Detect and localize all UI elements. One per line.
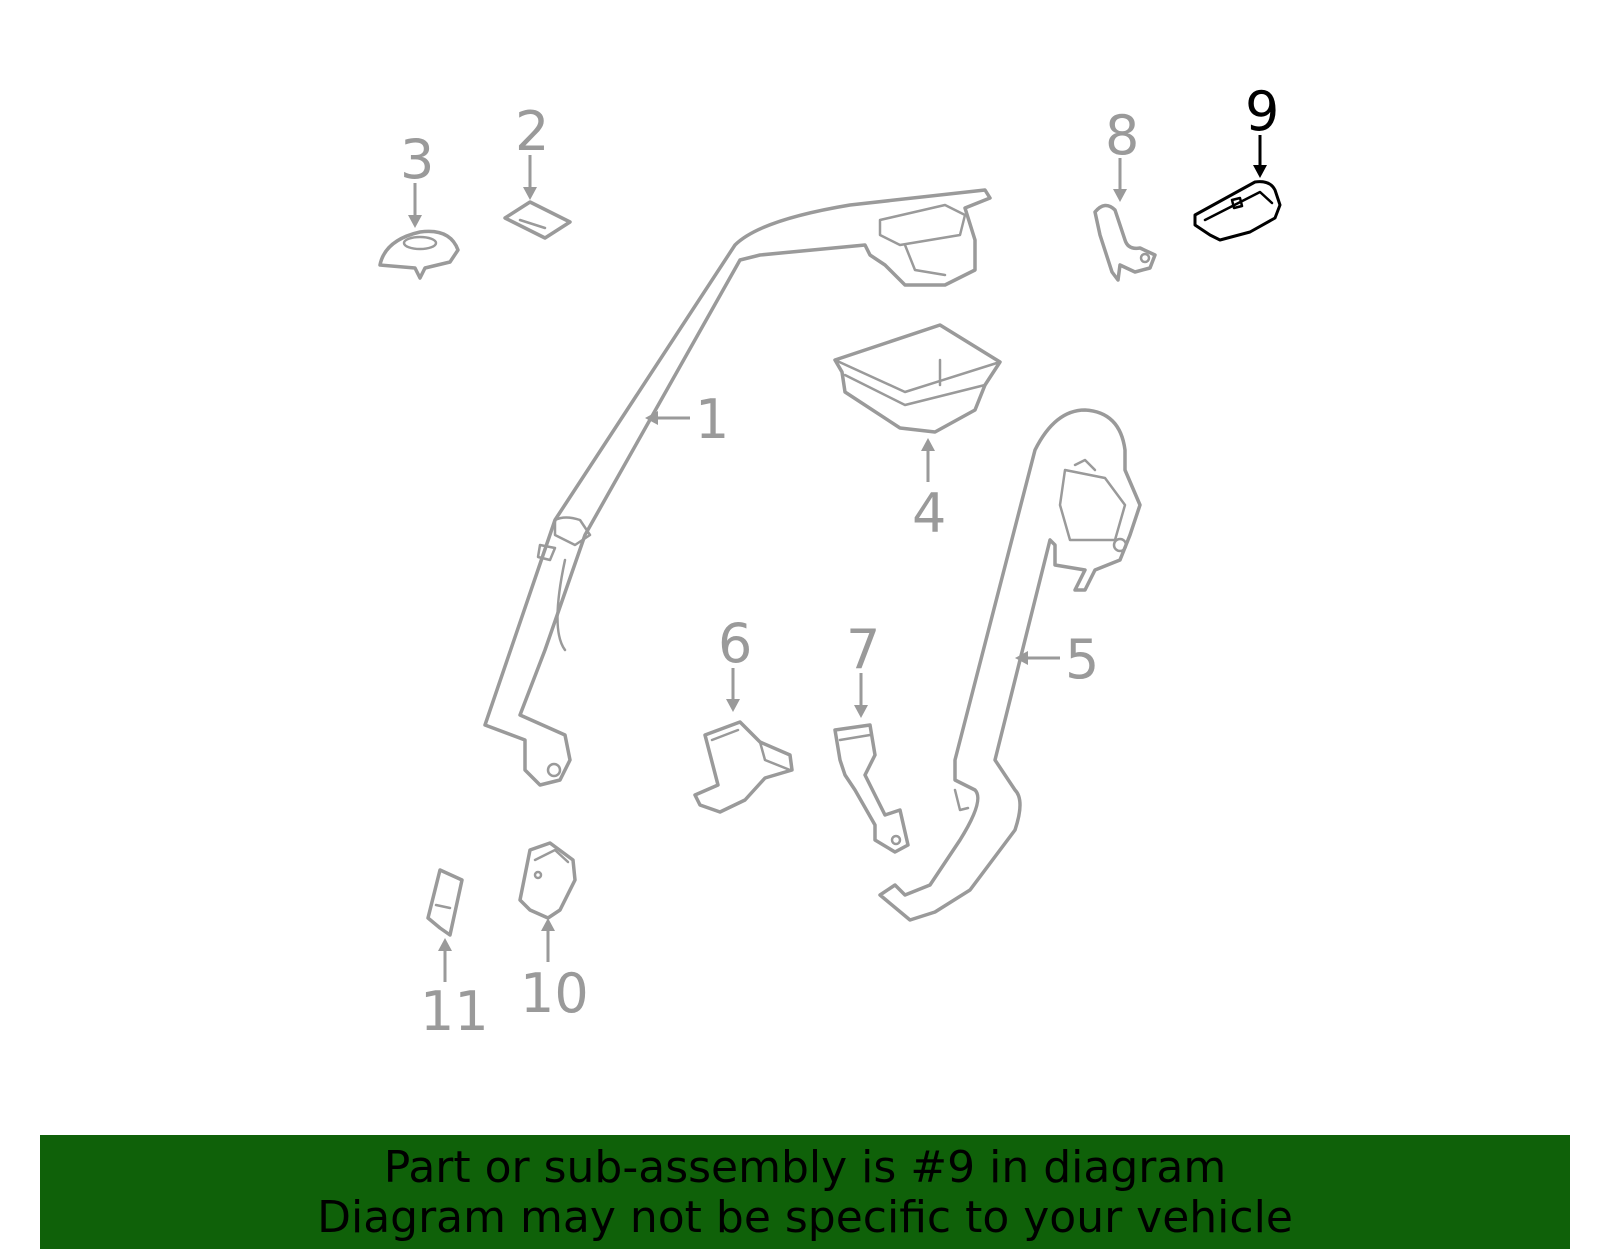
callout-3: 3 (400, 128, 434, 228)
callout-4: 4 (912, 438, 946, 545)
svg-text:6: 6 (718, 612, 752, 675)
callout-7: 7 (846, 618, 880, 718)
svg-text:11: 11 (420, 980, 489, 1043)
banner-line-1: Part or sub-assembly is #9 in diagram (383, 1142, 1227, 1193)
part-10-bracket[interactable] (518, 841, 577, 920)
svg-text:1: 1 (695, 388, 729, 451)
part-2-clip[interactable] (503, 200, 572, 240)
callout-5: 5 (1015, 628, 1099, 691)
banner-line-2: Diagram may not be specific to your vehi… (317, 1192, 1293, 1243)
callout-2: 2 (515, 100, 549, 200)
svg-text:2: 2 (515, 100, 549, 163)
svg-text:10: 10 (520, 962, 589, 1025)
svg-text:4: 4 (912, 482, 946, 545)
svg-text:3: 3 (400, 128, 434, 191)
part-9-cover-highlighted[interactable] (1193, 180, 1282, 242)
part-1-seat-belt[interactable] (483, 188, 992, 787)
part-9-shape (1193, 180, 1282, 242)
callout-8: 8 (1105, 104, 1139, 202)
callout-10: 10 (520, 918, 589, 1025)
info-banner: Part or sub-assembly is #9 in diagram Di… (40, 1135, 1570, 1249)
svg-text:8: 8 (1105, 104, 1139, 167)
part-5-rear-belt[interactable] (878, 408, 1142, 922)
parts-diagram: 1 2 3 4 5 6 7 8 9 10 (378, 80, 1282, 1043)
callout-11: 11 (420, 938, 489, 1043)
part-11-clip[interactable] (426, 868, 464, 937)
svg-text:7: 7 (846, 618, 880, 681)
part-3-cover[interactable] (378, 229, 460, 280)
part-7-buckle-strap[interactable] (833, 723, 910, 854)
callout-6: 6 (718, 612, 752, 712)
svg-text:5: 5 (1065, 628, 1099, 691)
part-4-tray[interactable] (833, 323, 1002, 434)
part-6-buckle[interactable] (693, 720, 794, 814)
part-8-bracket[interactable] (1093, 203, 1157, 282)
callout-1: 1 (645, 388, 729, 451)
svg-text:9: 9 (1245, 80, 1279, 143)
callout-9-highlighted: 9 (1245, 80, 1279, 178)
